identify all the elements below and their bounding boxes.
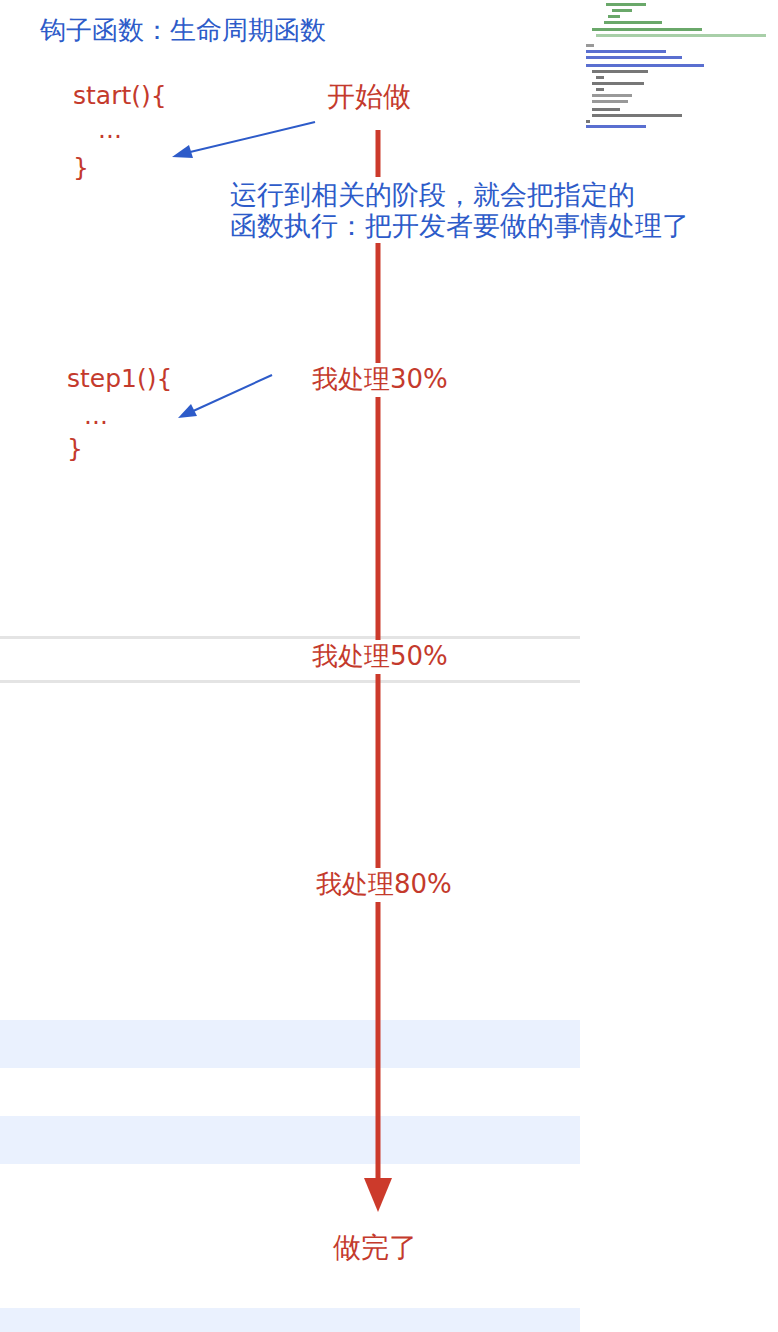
highlight-band — [0, 1116, 580, 1164]
code-ellipsis: ... — [98, 116, 122, 145]
code-line: } — [73, 154, 89, 183]
progress-label: 我处理30% — [308, 363, 452, 397]
pointer-arrow — [191, 375, 272, 412]
arrow-head — [178, 404, 197, 418]
end-label: 做完了 — [333, 1232, 417, 1264]
start-label: 开始做 — [327, 81, 411, 113]
code-line: step1(){ — [67, 365, 172, 394]
progress-label: 我处理80% — [312, 868, 456, 902]
arrow-head — [364, 1178, 392, 1212]
progress-label: 我处理50% — [308, 640, 452, 674]
code-thumbnail — [580, 0, 778, 128]
note-text: 运行到相关的阶段，就会把指定的 函数执行：把开发者要做的事情处理了 — [226, 177, 774, 243]
divider-line — [0, 636, 580, 639]
code-line: } — [67, 435, 83, 464]
pointer-arrow — [186, 122, 315, 153]
code-ellipsis: ... — [84, 402, 108, 431]
title: 钩子函数：生命周期函数 — [40, 16, 326, 46]
highlight-band — [0, 1308, 580, 1332]
code-line: start(){ — [73, 82, 167, 111]
highlight-band — [0, 1020, 580, 1068]
arrow-head — [172, 145, 193, 158]
divider-line — [0, 680, 580, 683]
